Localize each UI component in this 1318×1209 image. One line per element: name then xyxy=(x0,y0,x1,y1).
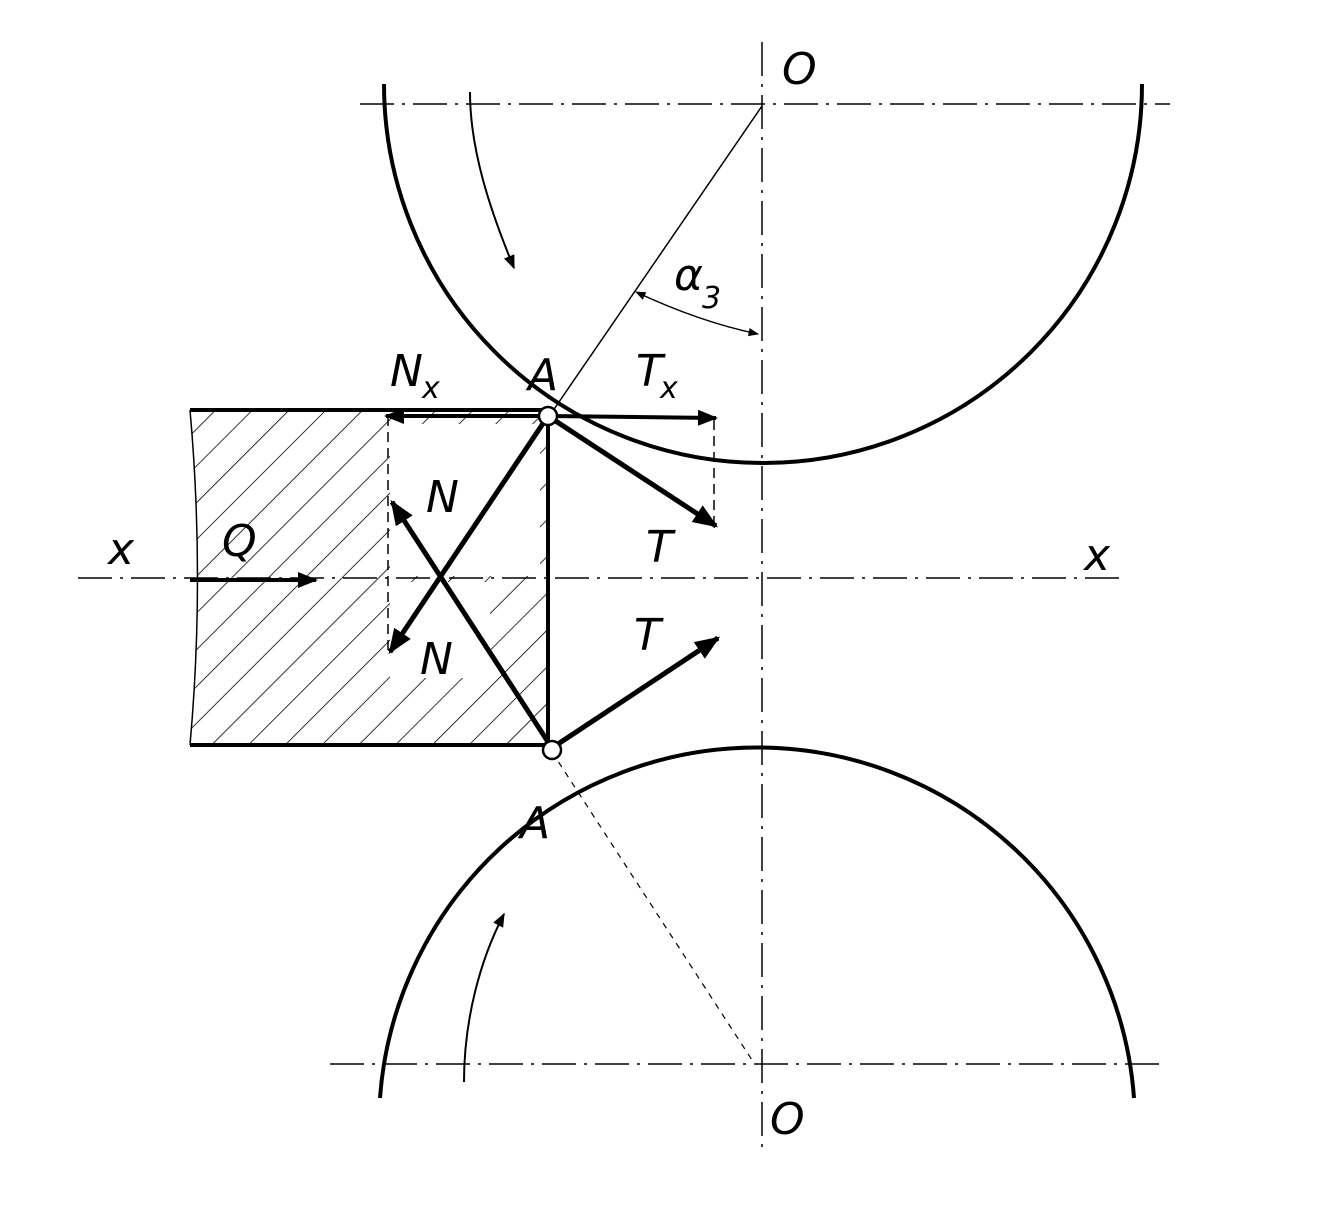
label-alpha: α xyxy=(674,250,703,301)
label-Q: Q xyxy=(222,516,257,567)
top-roll xyxy=(360,83,1170,465)
label-Tx-sub: x xyxy=(659,371,678,406)
force-Tx xyxy=(547,409,718,426)
label-A-bottom: A xyxy=(517,798,550,849)
label-x-right: x xyxy=(1082,530,1111,581)
label-x-left: x xyxy=(106,524,135,575)
label-N-lower: N xyxy=(420,634,453,685)
label-O-bottom: O xyxy=(770,1094,805,1145)
label-Nx-sub: x xyxy=(421,371,440,406)
label-T-upper: T xyxy=(646,522,676,573)
force-N-upper xyxy=(389,499,555,750)
bottom-roll xyxy=(330,745,1160,1099)
label-N-upper: N xyxy=(426,472,459,523)
force-T-upper xyxy=(546,413,719,529)
label-O-top: O xyxy=(782,44,817,95)
label-Nx: N xyxy=(390,346,423,397)
label-T-lower: T xyxy=(634,610,664,661)
force-T-lower xyxy=(550,635,721,751)
label-alpha-sub: 3 xyxy=(702,281,721,316)
contact-point-top xyxy=(537,405,559,427)
contact-point-bottom xyxy=(541,739,563,761)
label-Tx: T xyxy=(636,346,666,397)
forces xyxy=(190,408,721,751)
force-N-lower xyxy=(387,414,551,655)
labels: O O A A α 3 N x T x N N T T Q x x xyxy=(106,44,1111,1145)
label-A-top: A xyxy=(525,350,558,401)
